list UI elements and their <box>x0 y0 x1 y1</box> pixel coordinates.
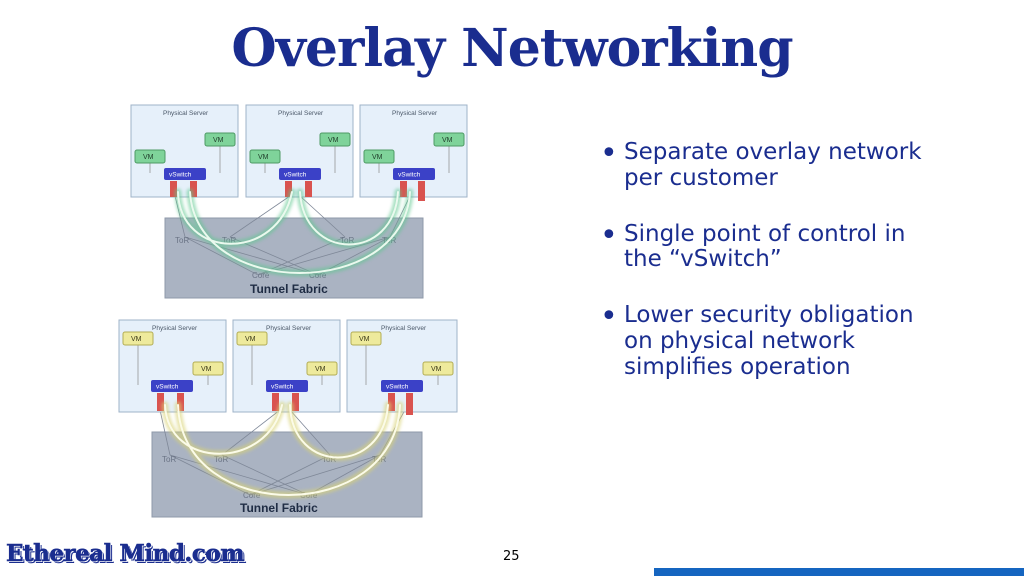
top-tor-1: ToR <box>175 236 189 245</box>
vm-label: VM <box>328 137 339 144</box>
vm-box <box>433 132 465 147</box>
bullet-list: Separate overlay network per customer Si… <box>600 137 930 410</box>
bottom-tor-2: ToR <box>214 455 228 464</box>
top-diagram: ToR ToR ToR ToR Core Core Tunnel Fabric … <box>130 104 468 299</box>
vswitch-box <box>151 380 193 392</box>
top-server-1: Physical Server VM VM vSwitch <box>130 104 239 198</box>
vm-box <box>363 149 395 164</box>
top-tunnels <box>174 188 414 277</box>
vm-box <box>204 132 236 147</box>
top-server-3: Physical Server VM VM vSwitch <box>359 104 468 201</box>
vm-box <box>122 331 154 346</box>
ethereal-mind-logo: Ethereal Mind.com <box>6 540 245 568</box>
vm-label: VM <box>315 366 326 373</box>
bottom-server-1: Physical Server VM VM vSwitch <box>118 319 227 413</box>
slide-title: Overlay Networking <box>231 18 793 79</box>
vswitch-box <box>393 168 435 180</box>
vm-label: VM <box>431 366 442 373</box>
top-fabric-label: Tunnel Fabric <box>250 282 328 296</box>
vm-label: VM <box>245 336 256 343</box>
vm-box <box>249 149 281 164</box>
vm-label: VM <box>359 336 370 343</box>
bottom-tunnels <box>161 401 404 499</box>
bottom-server-3: Physical Server VM VM vSwitch <box>346 319 458 415</box>
bottom-fabric-label: Tunnel Fabric <box>240 501 318 515</box>
vswitch-box <box>279 168 321 180</box>
server-label: Physical Server <box>163 110 209 117</box>
server-label: Physical Server <box>266 325 312 332</box>
vswitch-box <box>266 380 308 392</box>
vm-label: VM <box>258 154 269 161</box>
vm-box <box>422 361 454 376</box>
vm-label: VM <box>442 137 453 144</box>
vm-label: VM <box>131 336 142 343</box>
vswitch-label: vSwitch <box>386 384 409 391</box>
footer-accent-bar <box>654 568 1024 576</box>
page-number: 25 <box>503 549 520 564</box>
bullet-item: Lower security obligation on physical ne… <box>600 300 930 380</box>
bullet-item: Separate overlay network per customer <box>600 137 930 192</box>
server-label: Physical Server <box>278 110 324 117</box>
vswitch-label: vSwitch <box>271 384 294 391</box>
vm-box <box>350 331 382 346</box>
bottom-diagram: ToR ToR ToR ToR Core Core Tunnel Fabric … <box>118 319 458 518</box>
vm-box <box>319 132 351 147</box>
top-tor-3: ToR <box>340 236 354 245</box>
vm-label: VM <box>213 137 224 144</box>
bottom-server-2: Physical Server VM VM vSwitch <box>232 319 341 413</box>
vswitch-label: vSwitch <box>284 172 307 179</box>
bullet-item: Single point of control in the “vSwitch” <box>600 219 930 274</box>
bottom-core-1: Core <box>243 491 261 500</box>
vm-label: VM <box>201 366 212 373</box>
bottom-tor-1: ToR <box>162 455 176 464</box>
top-server-2: Physical Server VM VM vSwitch <box>245 104 354 198</box>
vswitch-label: vSwitch <box>398 172 421 179</box>
top-core-1: Core <box>252 271 270 280</box>
vswitch-label: vSwitch <box>169 172 192 179</box>
vm-box <box>236 331 268 346</box>
vm-box <box>134 149 166 164</box>
vm-label: VM <box>143 154 154 161</box>
vm-label: VM <box>372 154 383 161</box>
server-label: Physical Server <box>152 325 198 332</box>
vm-box <box>306 361 338 376</box>
vswitch-box <box>164 168 206 180</box>
vswitch-box <box>381 380 423 392</box>
server-label: Physical Server <box>392 110 438 117</box>
vm-box <box>192 361 224 376</box>
server-label: Physical Server <box>381 325 427 332</box>
vswitch-label: vSwitch <box>156 384 179 391</box>
